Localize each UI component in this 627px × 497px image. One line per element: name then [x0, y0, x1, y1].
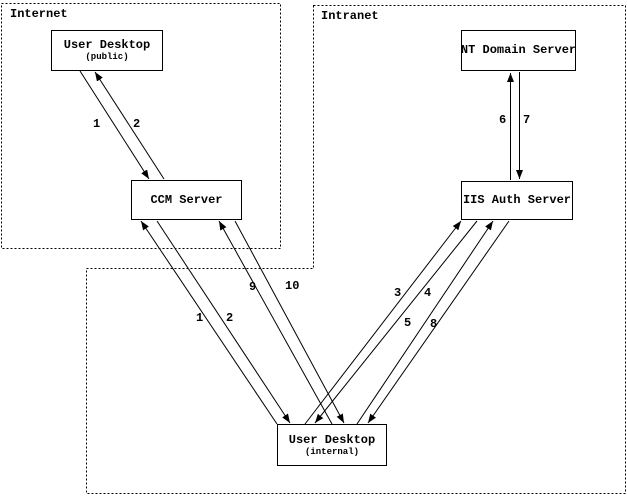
node-subtitle: (public) — [85, 52, 129, 62]
edge-label-step-1-internal: 1 — [196, 311, 204, 325]
edge-label-step-5: 5 — [404, 316, 412, 330]
line-3-internal-desktop-to-iis — [304, 220, 462, 425]
edge-label-step-3: 3 — [394, 286, 402, 300]
internet-region-label: Internet — [10, 7, 68, 21]
edge-label-step-8: 8 — [430, 317, 438, 331]
line-10-ccm-to-internal-desktop — [234, 220, 345, 424]
node-user-desktop-internal: User Desktop (internal) — [277, 424, 387, 466]
intranet-region-outline — [86, 5, 626, 494]
edge-label-step-1-public: 1 — [93, 117, 101, 131]
node-ccm-server: CCM Server — [131, 180, 242, 220]
line-1-internal-desktop-to-ccm — [140, 220, 278, 425]
node-title: NT Domain Server — [460, 43, 577, 57]
edge-label-step-10: 10 — [285, 279, 300, 293]
node-iis-auth-server: IIS Auth Server — [461, 181, 573, 220]
edge-label-step-4: 4 — [424, 286, 432, 300]
edge-label-step-9: 9 — [249, 280, 257, 294]
edge-label-step-2-public: 2 — [133, 117, 141, 131]
intranet-region-label: Intranet — [321, 9, 379, 23]
node-title: User Desktop — [63, 38, 151, 52]
internet-region-outline — [1, 3, 281, 249]
line-2-ccm-to-internal-desktop — [156, 220, 291, 424]
node-title: IIS Auth Server — [462, 193, 572, 207]
node-title: User Desktop — [288, 432, 376, 447]
line-4-iis-to-internal-desktop — [314, 220, 478, 424]
node-title: CCM Server — [150, 192, 223, 207]
line-1-public-desktop-to-ccm — [79, 70, 150, 180]
line-5-internal-desktop-to-iis — [356, 220, 494, 425]
edge-label-step-7: 7 — [523, 113, 531, 127]
line-9-internal-desktop-to-ccm — [218, 220, 333, 425]
edge-label-step-2-internal: 2 — [226, 311, 234, 325]
edge-label-step-6: 6 — [499, 113, 507, 127]
line-8-iis-to-internal-desktop — [367, 220, 510, 424]
node-user-desktop-public: User Desktop (public) — [51, 30, 163, 71]
node-subtitle: (internal) — [304, 446, 359, 457]
line-2-ccm-to-public-desktop — [94, 71, 165, 180]
node-nt-domain-server: NT Domain Server — [461, 30, 576, 71]
